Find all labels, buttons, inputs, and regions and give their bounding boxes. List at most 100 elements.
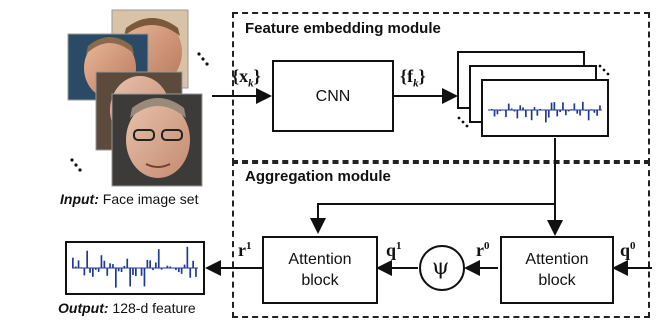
feature-bar: [519, 105, 522, 110]
feature-bar: [550, 102, 553, 110]
face-stack-illustration: [67, 9, 209, 187]
feature-bar: [180, 268, 183, 274]
feature-bar: [530, 110, 533, 121]
feature-bar: [545, 110, 547, 123]
feature-bar: [112, 264, 114, 268]
feature-bar: [553, 102, 556, 110]
feature-bar: [152, 268, 154, 271]
feature-bar: [135, 268, 137, 277]
feature-bar: [593, 110, 596, 113]
feature-bar: [166, 265, 169, 268]
feature-bar: [510, 108, 513, 110]
feature-card-bars: [488, 101, 602, 123]
arrow-features-to-attention-left: [310, 203, 555, 234]
feature-bar: [109, 263, 111, 268]
r0-label: r0: [476, 240, 490, 260]
feature-bar: [149, 260, 151, 268]
feature-bar: [126, 258, 129, 268]
ellipsis-dots: [70, 52, 209, 172]
feature-bar: [522, 107, 524, 110]
psi-circle: [419, 245, 465, 291]
feature-bar: [536, 110, 539, 116]
feature-bar: [103, 260, 106, 268]
feature-bar: [496, 110, 499, 115]
attention-block-right: Attention block: [500, 236, 614, 304]
feature-bar: [160, 268, 163, 270]
feature-bar: [513, 110, 516, 112]
attention-right-line1: Attention: [525, 251, 589, 268]
feature-bar: [493, 110, 496, 117]
feature-embedding-region: [232, 12, 650, 164]
input-caption-text: Face image set: [98, 191, 199, 207]
feature-bar: [155, 262, 157, 268]
feature-bar: [567, 110, 570, 112]
feature-bar: [562, 102, 564, 110]
attention-left-line2: block: [301, 272, 339, 289]
face-photo-1: [111, 93, 203, 187]
feature-bar: [169, 266, 172, 268]
r1-label: r1: [238, 240, 252, 260]
feature-bar: [100, 255, 103, 268]
feature-bar: [576, 110, 579, 114]
feature-bar: [77, 260, 80, 268]
feature-bar: [582, 101, 584, 110]
input-caption: Input: Face image set: [60, 191, 198, 207]
feature-bar: [195, 268, 197, 277]
feature-set-label: {fk}: [400, 66, 426, 90]
feature-bar: [143, 268, 146, 287]
feature-bar: [175, 268, 177, 270]
output-caption: Output: 128-d feature: [58, 300, 196, 316]
feature-bar: [89, 268, 91, 273]
feature-bar: [146, 259, 149, 268]
feature-bar: [123, 265, 126, 268]
feature-bar: [525, 110, 527, 118]
output-caption-text: 128-d feature: [108, 300, 196, 316]
aggregation-region: [232, 160, 650, 318]
q0-label: q0: [620, 240, 636, 260]
feature-bar: [74, 266, 77, 268]
output-caption-bold: Output:: [58, 300, 109, 316]
face-image-set: [60, 8, 210, 188]
feature-bar: [556, 110, 559, 117]
feature-bar: [587, 110, 590, 121]
feature-bar: [83, 268, 86, 276]
feature-card-dots: [457, 64, 610, 128]
feature-bar: [547, 110, 550, 118]
attention-right-line2: block: [538, 272, 576, 289]
q1-label: q1: [386, 240, 402, 260]
attention-left-line1: Attention: [288, 251, 352, 268]
feature-bar: [117, 268, 120, 272]
feature-bar: [192, 260, 194, 268]
feature-bar: [72, 257, 74, 268]
cnn-label: CNN: [315, 87, 351, 105]
feature-bar: [573, 103, 576, 110]
feature-bar: [140, 268, 143, 276]
feature-bar: [92, 268, 94, 277]
feature-bar: [579, 110, 581, 116]
feature-bar: [559, 110, 561, 113]
feature-bar: [507, 103, 510, 110]
feature-bar: [533, 107, 536, 110]
aggregation-title: Aggregation module: [245, 168, 391, 185]
feature-bar: [516, 110, 519, 119]
feature-embedding-title: Feature embedding module: [245, 20, 441, 37]
feature-bar: [599, 105, 601, 110]
input-set-label: {xk}: [232, 66, 261, 90]
feature-bar: [189, 268, 192, 278]
feature-bar: [94, 268, 97, 270]
feature-bar: [505, 110, 507, 118]
feature-bar: [157, 249, 160, 268]
feature-bar: [120, 268, 123, 272]
feature-bar: [115, 268, 117, 288]
attention-block-left: Attention block: [262, 236, 378, 304]
feature-bar: [183, 264, 186, 268]
feature-bar: [106, 268, 109, 276]
feature-bar: [565, 110, 567, 116]
output-feature-bars: [72, 246, 198, 288]
feature-bar: [129, 268, 131, 287]
feature-cards: [457, 51, 610, 137]
feature-bar: [86, 250, 88, 268]
feature-card-1: [481, 79, 609, 137]
feature-bar: [186, 246, 189, 268]
